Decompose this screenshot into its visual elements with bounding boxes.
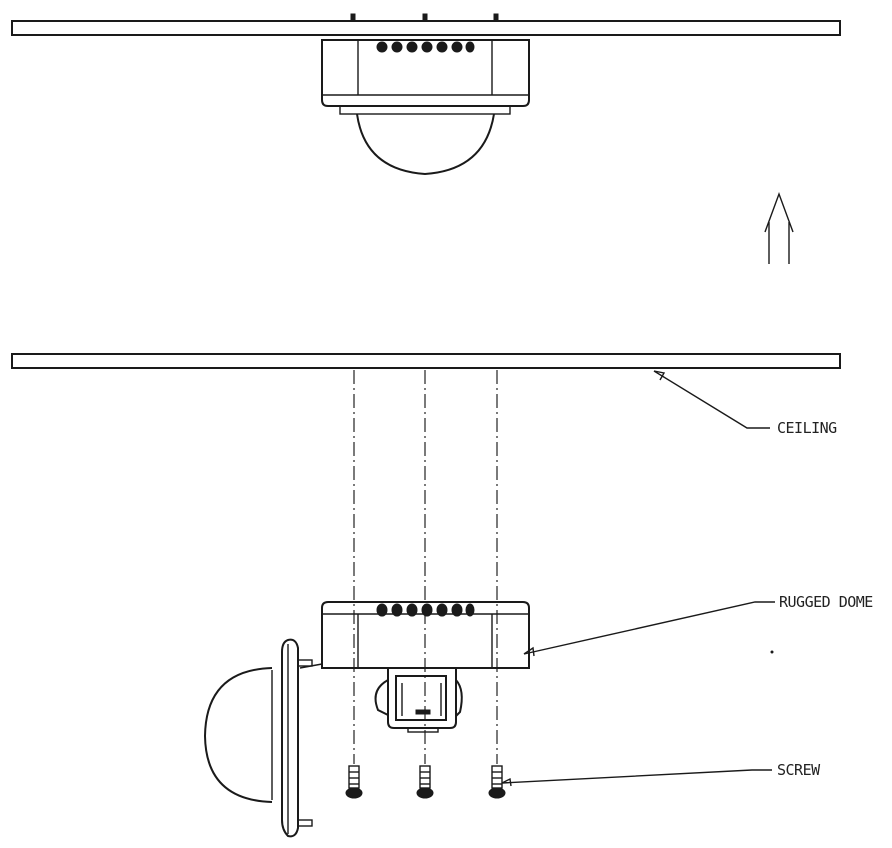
label-rugged-dome: RUGGED DOME	[779, 593, 873, 611]
screw-middle	[416, 765, 434, 799]
camera-module	[374, 668, 463, 733]
screw-right	[488, 765, 506, 799]
label-screw: SCREW	[777, 761, 821, 779]
screw-left	[345, 765, 363, 799]
exploded-view	[11, 353, 841, 838]
up-arrow-icon	[764, 191, 794, 264]
ceiling-panel	[11, 353, 841, 369]
dome-cover-top	[356, 113, 495, 176]
ceiling-panel-top	[11, 20, 841, 36]
assembled-view	[11, 13, 841, 176]
dome-housing-top	[321, 39, 530, 176]
label-ceiling: CEILING	[777, 419, 837, 437]
dome-cover	[203, 638, 313, 838]
dome-housing	[299, 601, 530, 669]
